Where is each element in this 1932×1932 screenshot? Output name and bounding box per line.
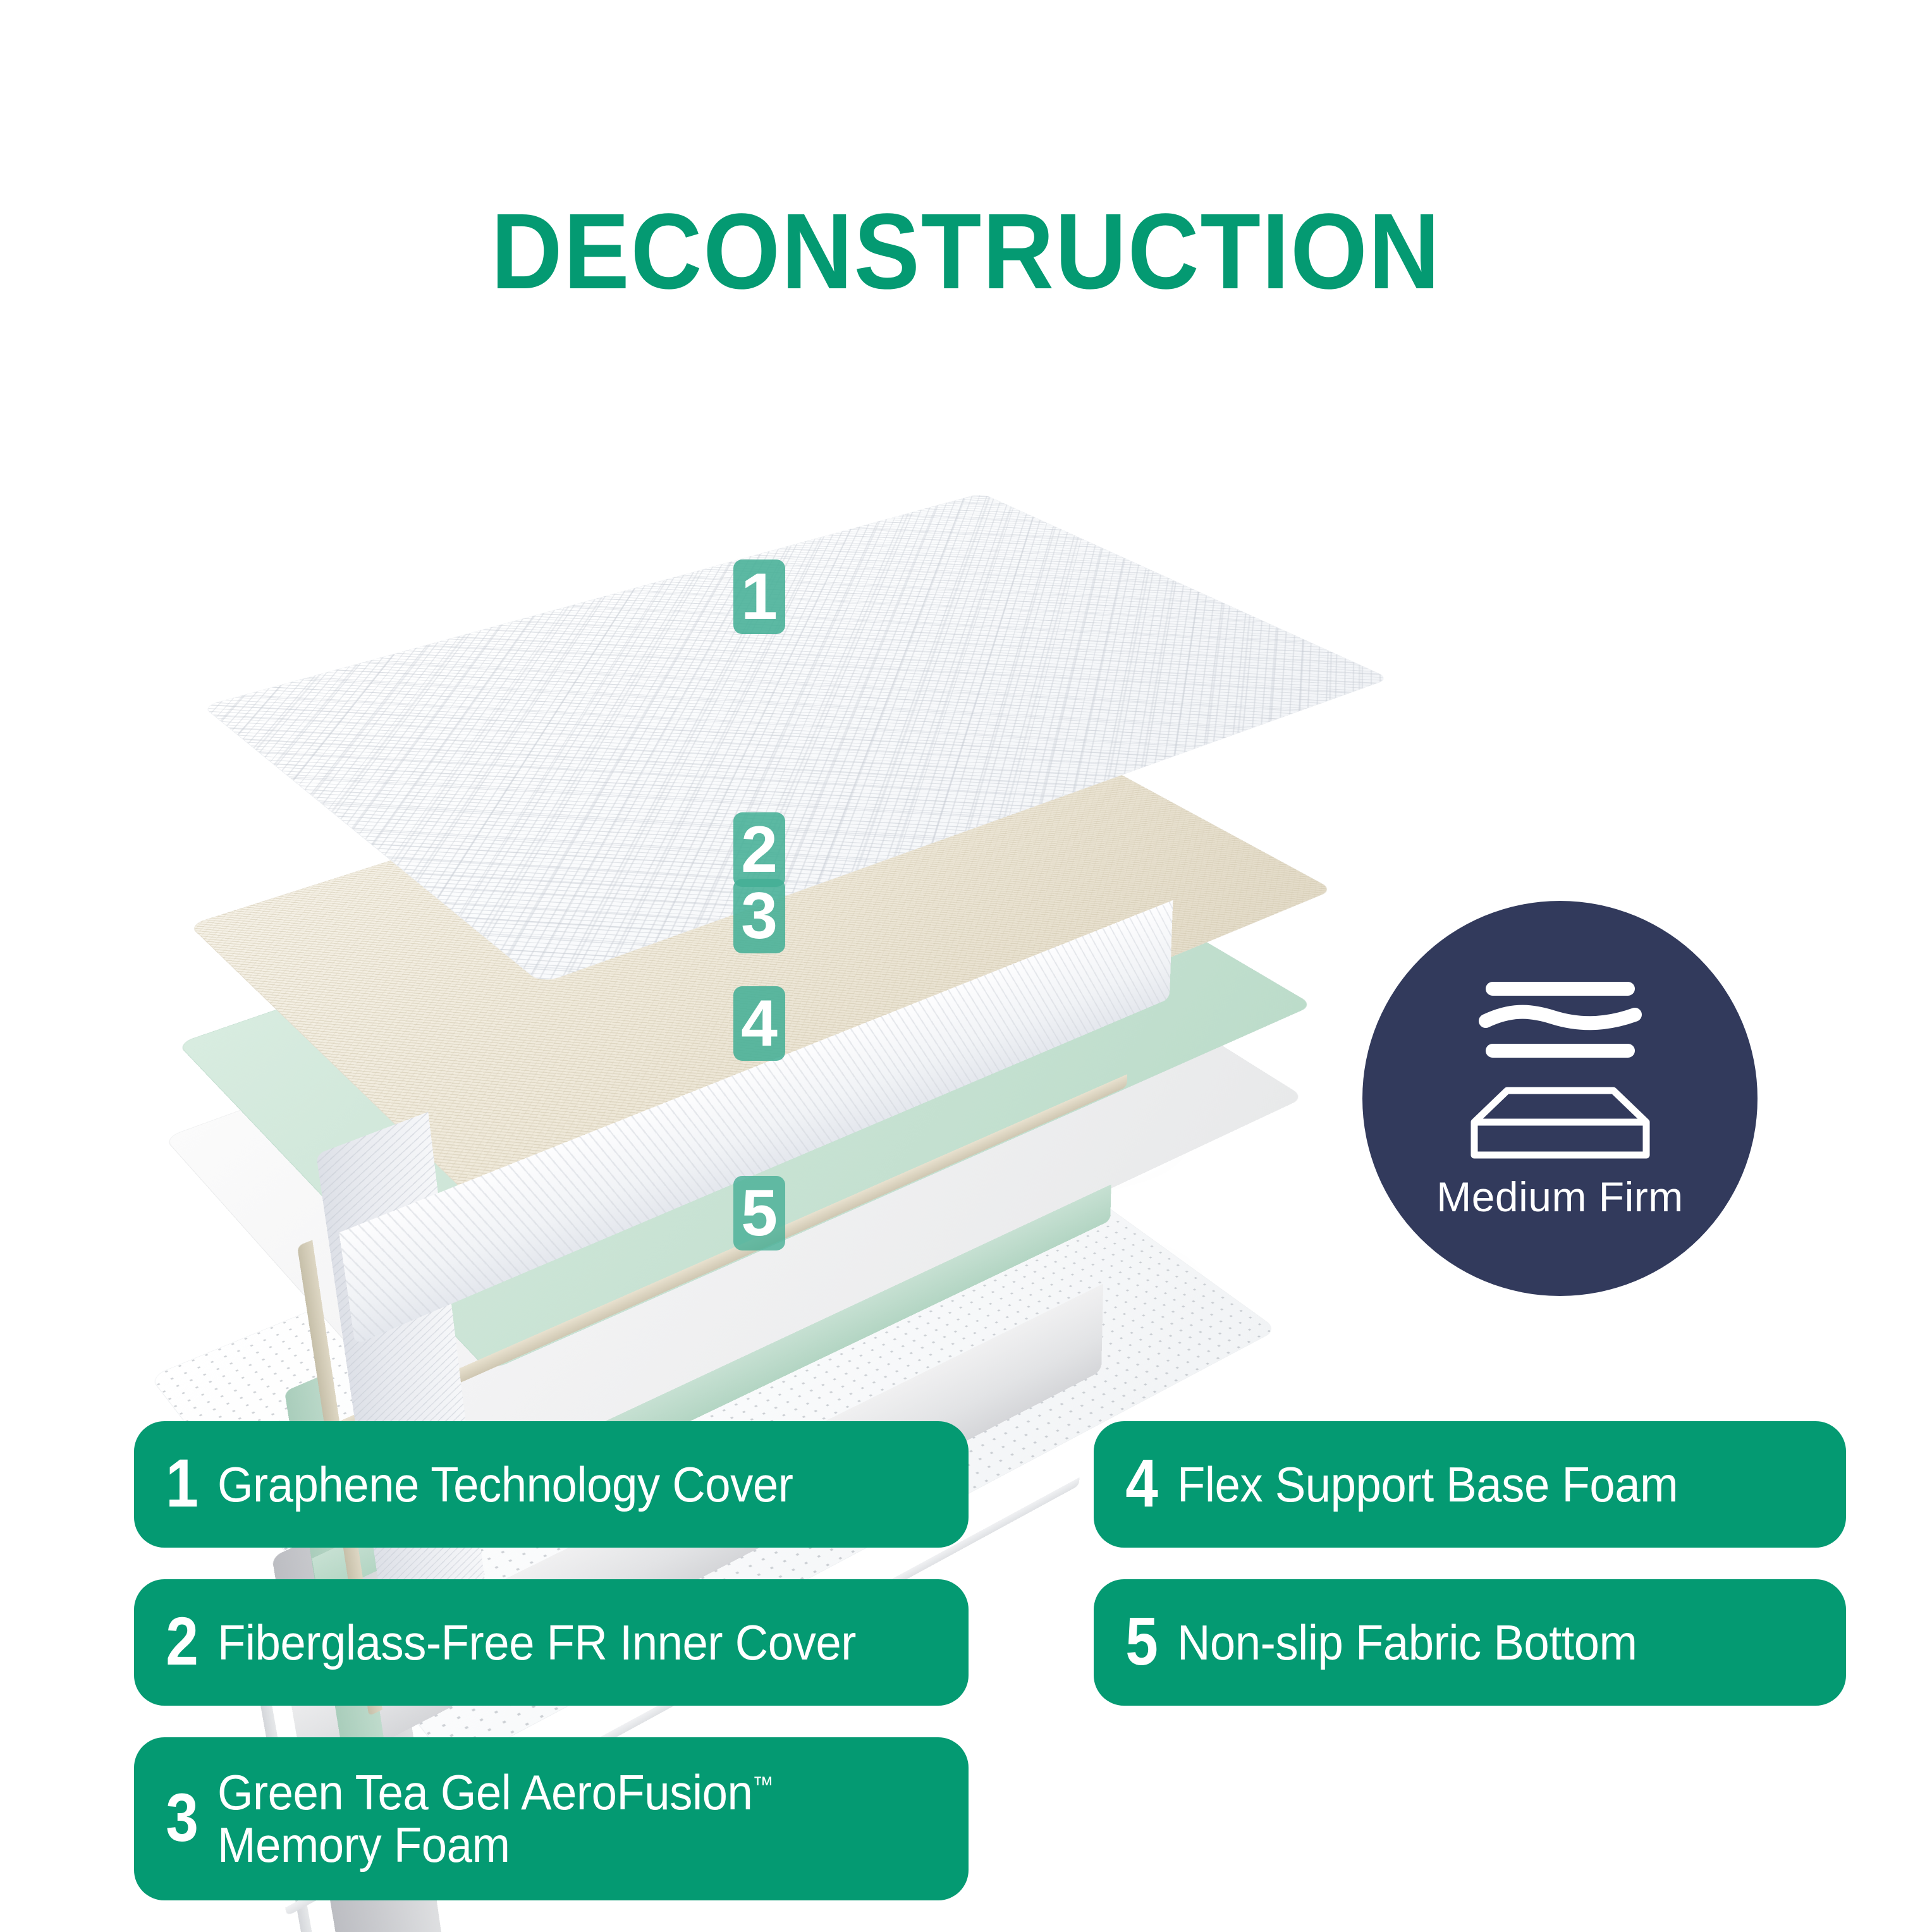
callout-badge-5: 5 [733,1176,785,1250]
legend-list: 1 Graphene Technology Cover 2 Fiberglass… [0,1416,1932,1909]
legend-label-4: Flex Support Base Foam [1177,1458,1678,1511]
legend-item-5[interactable]: 5 Non-slip Fabric Bottom [1094,1579,1846,1706]
legend-item-4[interactable]: 4 Flex Support Base Foam [1094,1421,1846,1548]
legend-number-1: 1 [166,1449,199,1517]
legend-number-5: 5 [1125,1607,1158,1675]
legend-number-3: 3 [166,1783,199,1852]
legend-label-1: Graphene Technology Cover [217,1458,793,1511]
callout-badge-1: 1 [733,559,785,634]
page-title: DECONSTRUCTION [77,190,1855,314]
firmness-badge: Medium Firm [1362,901,1758,1296]
legend-label-3: Green Tea Gel AeroFusion™Memory Foam [217,1766,773,1871]
firmness-label: Medium Firm [1436,1173,1684,1221]
mattress-firmness-icon [1446,973,1674,1163]
legend-label-5: Non-slip Fabric Bottom [1177,1617,1637,1669]
legend-label-2: Fiberglass-Free FR Inner Cover [217,1617,856,1669]
callout-badge-3: 3 [733,879,785,953]
legend-item-2[interactable]: 2 Fiberglass-Free FR Inner Cover [134,1579,969,1706]
legend-item-1[interactable]: 1 Graphene Technology Cover [134,1421,969,1548]
legend-number-2: 2 [166,1607,199,1675]
callout-badge-2: 2 [733,812,785,887]
legend-number-4: 4 [1125,1449,1158,1517]
legend-item-3[interactable]: 3 Green Tea Gel AeroFusion™Memory Foam [134,1737,969,1900]
callout-badge-4: 4 [733,986,785,1061]
